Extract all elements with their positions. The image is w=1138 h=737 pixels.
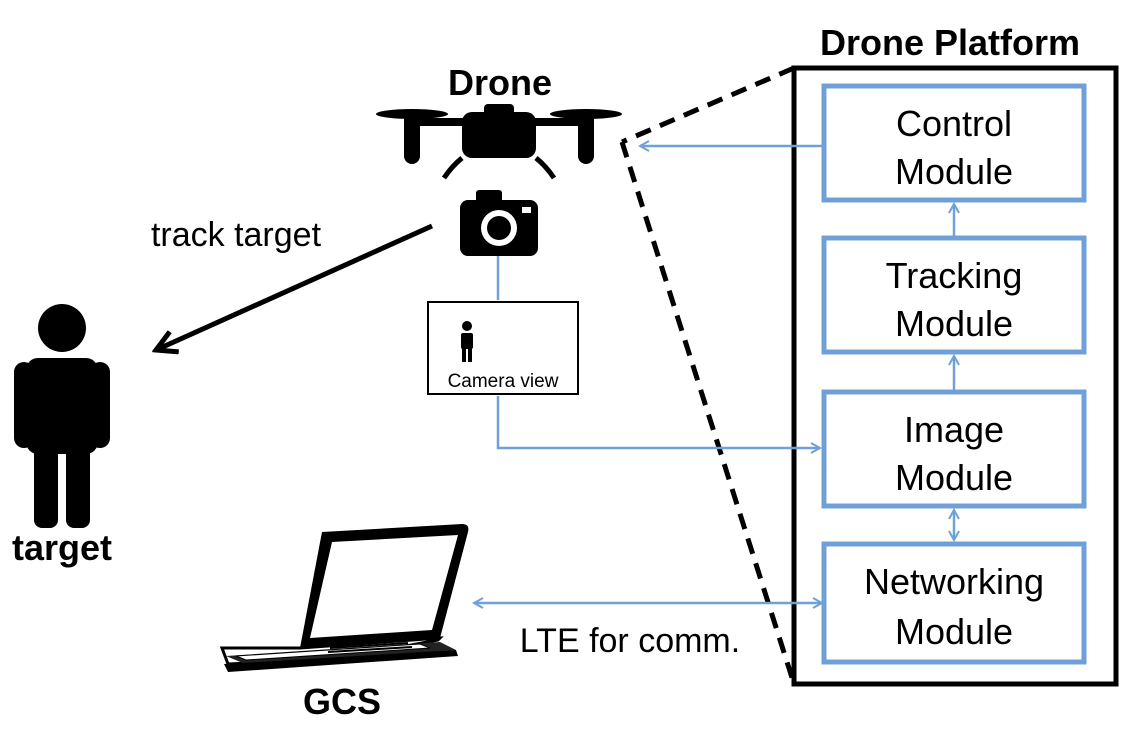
target-label: target [12, 527, 112, 568]
camera-icon [460, 190, 538, 256]
track-arrow [156, 223, 434, 350]
module-line2: Module [895, 611, 1013, 652]
gcs-label: GCS [303, 681, 381, 722]
person-icon [14, 304, 110, 528]
module-line1: Image [904, 409, 1004, 450]
module-tracking: Tracking Module [821, 235, 1087, 355]
drone-label: Drone [448, 62, 552, 103]
module-line2: Module [895, 151, 1013, 192]
module-line2: Module [895, 303, 1013, 344]
arrow-view-to-image [496, 396, 820, 448]
person-icon [461, 321, 473, 362]
camera-view: Camera view [427, 301, 579, 395]
module-control: Control Module [821, 83, 1087, 203]
module-image: Image Module [821, 389, 1087, 509]
module-line1: Control [896, 103, 1012, 144]
module-networking: Networking Module [821, 541, 1087, 665]
track-label: track target [151, 216, 322, 254]
lte-label: LTE for comm. [520, 622, 740, 660]
zoom-line-top [621, 65, 795, 145]
module-line2: Module [895, 457, 1013, 498]
zoom-line-bottom [619, 141, 797, 685]
drone-icon [376, 104, 622, 180]
platform-frame [791, 65, 1119, 687]
camera-view-label: Camera view [448, 371, 559, 392]
module-line1: Networking [864, 561, 1044, 602]
platform-title: Drone Platform [820, 22, 1080, 63]
laptop-icon [219, 524, 469, 672]
module-line1: Tracking [886, 255, 1023, 296]
